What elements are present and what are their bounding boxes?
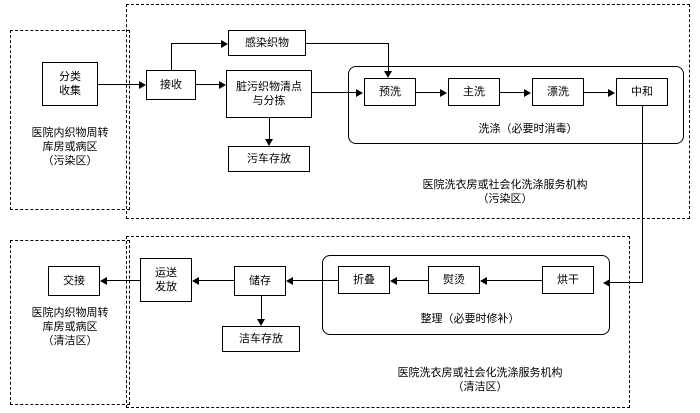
arrowhead-dirtycount-prewash (356, 89, 363, 97)
arrowhead-dry-iron (480, 277, 487, 285)
node-mainwash[interactable]: 主洗 (448, 78, 500, 106)
node-prewash[interactable]: 预洗 (364, 78, 416, 106)
connector-rinse-neutralize (584, 92, 608, 93)
connector-neutralize-to-dry (610, 282, 643, 283)
group-hospital-clean-zone (10, 240, 130, 405)
arrowhead-storage-transport (192, 277, 199, 285)
connector-iron-fold (397, 280, 428, 281)
arrowhead-fold-storage (286, 277, 293, 285)
node-dirty-cart-storage[interactable]: 污车存放 (228, 146, 310, 172)
group-tidy-stage-label: 整理（必要时修补） (420, 312, 520, 325)
node-clean-cart-storage[interactable]: 洁车存放 (222, 326, 300, 352)
node-dirty-count-sort[interactable]: 脏污织物清点 与分拣 (226, 70, 312, 118)
group-hospital-dirty-zone (10, 30, 130, 210)
group-wash-stage-label: 洗涤（必要时消毒） (478, 122, 578, 135)
arrowhead-transport-handover (100, 277, 107, 285)
connector-fold-storage (293, 280, 338, 281)
connector-transport-handover (107, 280, 140, 281)
node-fold[interactable]: 折叠 (338, 266, 390, 294)
arrowhead-storage-cleancart (257, 319, 265, 326)
group-hospital-clean-zone-label: 医院内织物周转 库房或病区 （清洁区） (31, 306, 109, 347)
connector-receive-dirtycount (196, 84, 219, 85)
connector-prewash-mainwash (416, 92, 440, 93)
connector-receive-infected (171, 43, 221, 44)
arrowhead-receive-dirtycount (219, 81, 226, 89)
group-laundry-dirty-zone (126, 4, 690, 219)
group-tidy-stage (322, 255, 610, 335)
arrowhead-iron-fold (390, 277, 397, 285)
group-laundry-clean-zone-label: 医院洗衣房或社会化洗涤服务机构 （清洁区） (397, 366, 563, 393)
node-neutralize[interactable]: 中和 (616, 78, 668, 106)
connector-storage-transport (199, 280, 234, 281)
connector-receive-up (171, 43, 172, 70)
connector-mainwash-rinse (500, 92, 524, 93)
node-handover[interactable]: 交接 (48, 266, 100, 296)
connector-sortcollect-receive (98, 84, 139, 85)
arrowhead-infected-prewash (384, 71, 392, 78)
arrowhead-receive-infected (221, 40, 228, 48)
arrowhead-mainwash-rinse (524, 89, 531, 97)
group-wash-stage (348, 66, 684, 144)
arrowhead-rinse-neutralize (608, 89, 615, 97)
connector-dirtycount-cart (269, 118, 270, 139)
connector-neutralize-down (642, 106, 643, 282)
node-receive[interactable]: 接收 (146, 70, 196, 100)
node-storage[interactable]: 储存 (234, 266, 286, 296)
group-hospital-dirty-zone-label: 医院内织物周转 库房或病区 （污染区） (31, 126, 109, 167)
arrowhead-neutralize-dry (603, 279, 610, 287)
connector-dirtycount-prewash (312, 92, 356, 93)
node-rinse[interactable]: 漂洗 (532, 78, 584, 106)
connector-dry-iron (487, 280, 542, 281)
arrowhead-prewash-mainwash (440, 89, 447, 97)
node-iron[interactable]: 熨烫 (428, 266, 480, 294)
arrowhead-sortcollect-receive (139, 81, 146, 89)
node-dry[interactable]: 烘干 (542, 266, 594, 294)
connector-infected-right (306, 43, 388, 44)
connector-infected-down (388, 43, 389, 71)
node-infected-fabric[interactable]: 感染织物 (228, 30, 306, 56)
connector-storage-cleancart (261, 296, 262, 319)
node-transport-issue[interactable]: 运送 发放 (140, 258, 192, 302)
group-laundry-dirty-zone-label: 医院洗衣房或社会化洗涤服务机构 （污染区） (422, 178, 588, 205)
arrowhead-dirtycount-cart (265, 139, 273, 146)
node-sort-collect[interactable]: 分类 收集 (42, 62, 98, 106)
group-laundry-clean-zone (126, 236, 630, 408)
